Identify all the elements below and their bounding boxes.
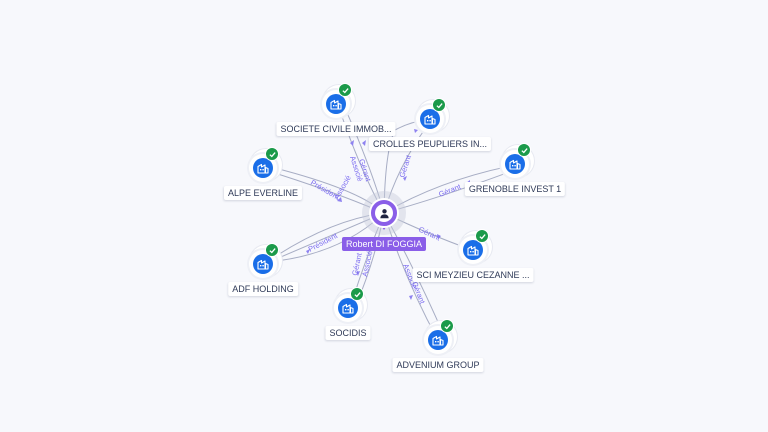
company-name[interactable]: ADVENIUM GROUP: [392, 358, 484, 372]
company-avatar: [334, 287, 364, 322]
building-icon: [257, 163, 269, 174]
company-avatar: [249, 147, 279, 182]
check-icon: [353, 291, 361, 297]
company-avatar: [459, 229, 489, 264]
company-avatar: [416, 98, 446, 133]
check-icon: [268, 151, 276, 157]
check-icon: [478, 233, 486, 239]
check-icon: [435, 102, 443, 108]
building-icon: [330, 99, 342, 110]
company-avatar: [249, 243, 279, 278]
arrow-head: [414, 129, 418, 133]
arrow-head: [403, 176, 407, 181]
company-name[interactable]: ALPE EVERLINE: [223, 186, 303, 200]
edge-label: Gérant: [397, 153, 413, 178]
arrow-head: [437, 234, 441, 239]
company-name[interactable]: ADF HOLDING: [228, 282, 298, 296]
building-icon: [467, 245, 479, 256]
person-name[interactable]: Robert DI FOGGIA: [341, 237, 427, 251]
building-icon: [342, 303, 354, 314]
company-name[interactable]: SOCIETE CIVILE IMMOB...: [276, 122, 396, 136]
company-name[interactable]: SOCIDIS: [325, 326, 371, 340]
company-avatar: [424, 319, 454, 354]
edge-label: Gérant: [437, 182, 462, 199]
building-icon: [509, 159, 521, 170]
company-name[interactable]: SCI MEYZIEU CEZANNE ...: [412, 268, 534, 282]
arrow-head: [306, 249, 310, 254]
arrow-head: [362, 140, 366, 146]
arrow-head: [409, 295, 413, 300]
building-icon: [424, 114, 436, 125]
check-icon: [443, 323, 451, 329]
person-avatar: [369, 198, 399, 228]
arrow-head: [356, 271, 360, 276]
check-icon: [520, 147, 528, 153]
arrow-head: [337, 197, 342, 202]
company-name[interactable]: CROLLES PEUPLIERS IN...: [368, 137, 492, 151]
company-avatar: [501, 143, 531, 178]
check-icon: [341, 87, 349, 93]
building-icon: [432, 335, 444, 346]
company-name[interactable]: GRENOBLE INVEST 1: [464, 182, 566, 196]
edge-label: Associé: [332, 174, 353, 201]
check-icon: [268, 247, 276, 253]
person-icon: [379, 208, 389, 218]
company-avatar: [322, 83, 352, 118]
building-icon: [257, 259, 269, 270]
arrow-head: [350, 140, 354, 146]
